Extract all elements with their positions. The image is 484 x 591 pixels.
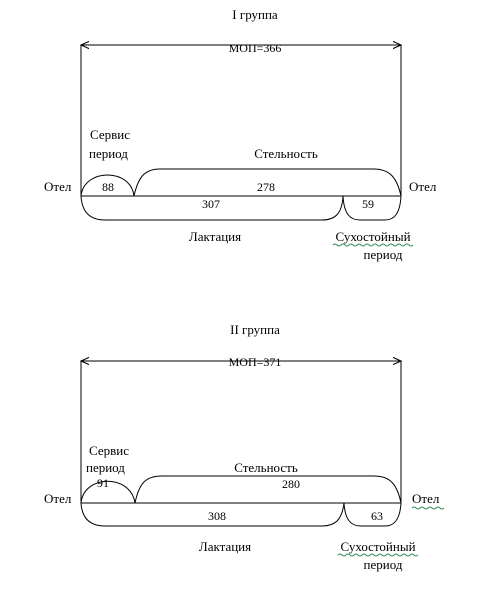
group-1-lactation-label: Лактация bbox=[189, 229, 241, 244]
group-1-spellcheck-underline bbox=[332, 243, 414, 247]
group-2-service-label-line1: Сервис bbox=[89, 443, 129, 458]
group-2-calving-right: Отел bbox=[412, 491, 440, 506]
group-1-dry-bracket bbox=[342, 195, 402, 221]
group-1-calving-right: Отел bbox=[409, 179, 437, 194]
group-2-pregnancy-value: 280 bbox=[282, 477, 300, 491]
group-1-service-bracket bbox=[80, 174, 135, 197]
group-1-service-label-line2: период bbox=[89, 146, 128, 161]
group-2-lactation-label: Лактация bbox=[199, 539, 251, 554]
group-1-title: I группа bbox=[232, 7, 278, 22]
group-1-service-value: 88 bbox=[102, 180, 114, 194]
group-1-lactation-bracket bbox=[80, 195, 344, 221]
group-2-service-label-line2: период bbox=[86, 460, 125, 475]
group-1-calving-left: Отел bbox=[44, 179, 72, 194]
group-2-calving-spellcheck-underline bbox=[411, 506, 445, 510]
group-1-pregnancy-value: 278 bbox=[257, 180, 275, 194]
group-2-pregnancy-bracket bbox=[134, 475, 402, 504]
group-2-diagram: II группа МОП=371 Сервис период Стельнос… bbox=[44, 322, 445, 572]
group-2-dry-value: 63 bbox=[371, 509, 383, 523]
group-1-dry-label-line1: Сухостойный bbox=[335, 229, 410, 244]
group-2-title: II группа bbox=[230, 322, 280, 337]
group-1-pregnancy-label: Стельность bbox=[254, 146, 318, 161]
group-1-lactation-value: 307 bbox=[202, 197, 220, 211]
group-1-diagram: I группа МОП=366 Сервис период Стельност… bbox=[44, 7, 437, 262]
group-2-dry-label-line1: Сухостойный bbox=[340, 539, 415, 554]
group-2-dry-bracket bbox=[343, 502, 402, 527]
group-2-dry-label-line2: период bbox=[364, 557, 403, 572]
group-1-dry-value: 59 bbox=[362, 197, 374, 211]
group-2-lactation-bracket bbox=[80, 502, 345, 527]
group-1-service-label-line1: Сервис bbox=[90, 127, 130, 142]
group-1-dry-label-line2: период bbox=[364, 247, 403, 262]
group-1-mop-label: МОП=366 bbox=[229, 41, 282, 55]
group-1-pregnancy-bracket bbox=[133, 168, 402, 197]
group-2-pregnancy-label: Стельность bbox=[234, 460, 298, 475]
group-2-calving-left: Отел bbox=[44, 491, 72, 506]
group-2-spellcheck-underline bbox=[337, 553, 419, 557]
group-2-service-value: 91 bbox=[97, 476, 109, 490]
group-2-lactation-value: 308 bbox=[208, 509, 226, 523]
group-2-mop-label: МОП=371 bbox=[229, 355, 282, 369]
group-2-service-bracket bbox=[80, 480, 136, 504]
